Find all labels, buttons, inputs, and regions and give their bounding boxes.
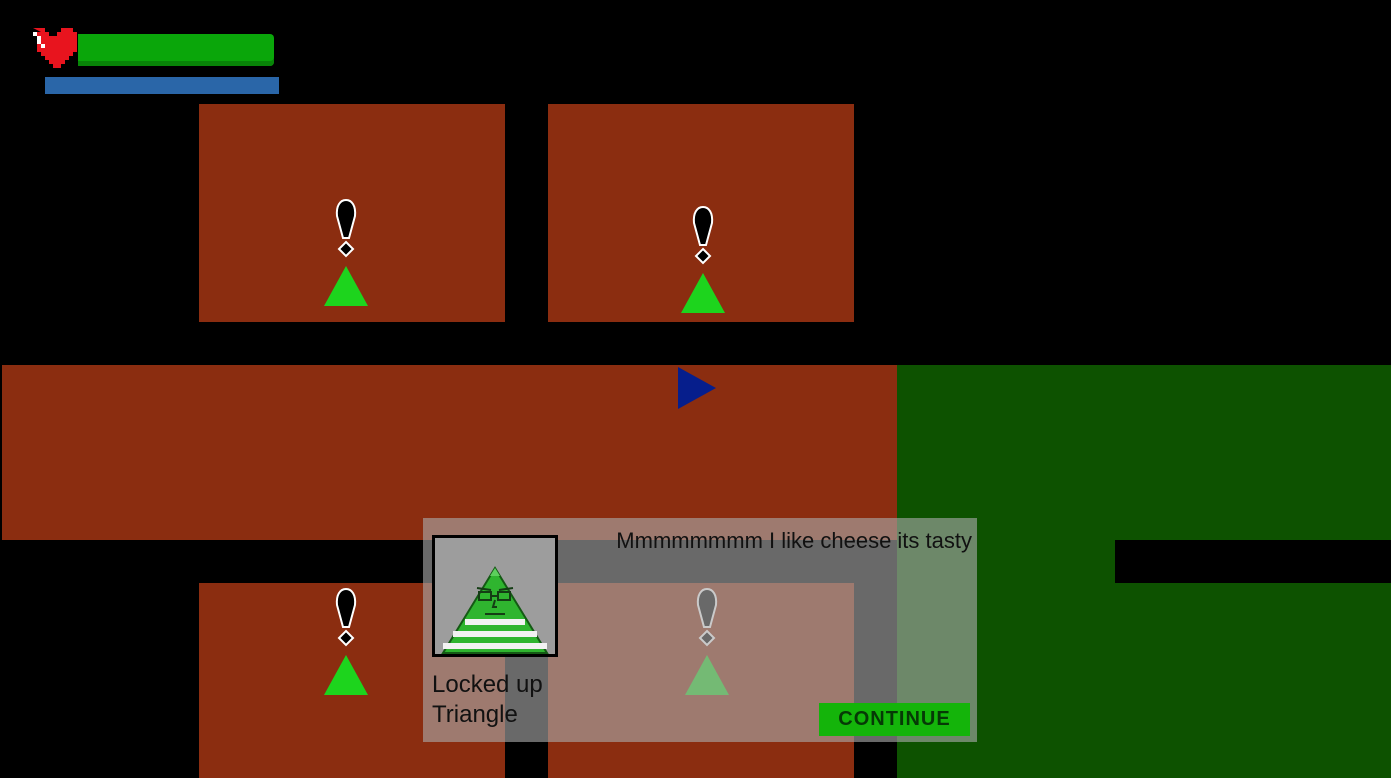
pixel-heart-icon xyxy=(33,24,81,72)
mana-bar-fill xyxy=(45,77,279,94)
continue-button[interactable]: CONTINUE xyxy=(819,703,970,736)
dialog-box: Locked up Triangle Mmmmmmmm I like chees… xyxy=(423,518,977,742)
exclamation-icon xyxy=(324,587,368,695)
exclamation-icon xyxy=(681,205,725,313)
grass-zone-wall xyxy=(1115,540,1391,583)
blue-triangle-player-icon[interactable] xyxy=(676,366,718,410)
exclamation-icon xyxy=(324,198,368,306)
dialog-message: Mmmmmmmm I like cheese its tasty xyxy=(616,528,972,553)
prisoner-triangle-portrait xyxy=(432,535,558,657)
npc-prisoner[interactable] xyxy=(679,205,727,317)
prisoner-triangle-portrait-icon xyxy=(435,538,555,654)
main-corridor xyxy=(2,365,898,540)
health-bar-fill xyxy=(78,34,274,66)
health-bar xyxy=(78,34,274,66)
mana-bar xyxy=(45,77,279,94)
speaker-name: Locked up Triangle xyxy=(432,670,582,730)
npc-prisoner[interactable] xyxy=(322,587,370,699)
speaker-name-line2: Triangle xyxy=(432,701,518,728)
npc-prisoner[interactable] xyxy=(322,198,370,310)
speaker-name-line1: Locked up xyxy=(432,671,543,698)
